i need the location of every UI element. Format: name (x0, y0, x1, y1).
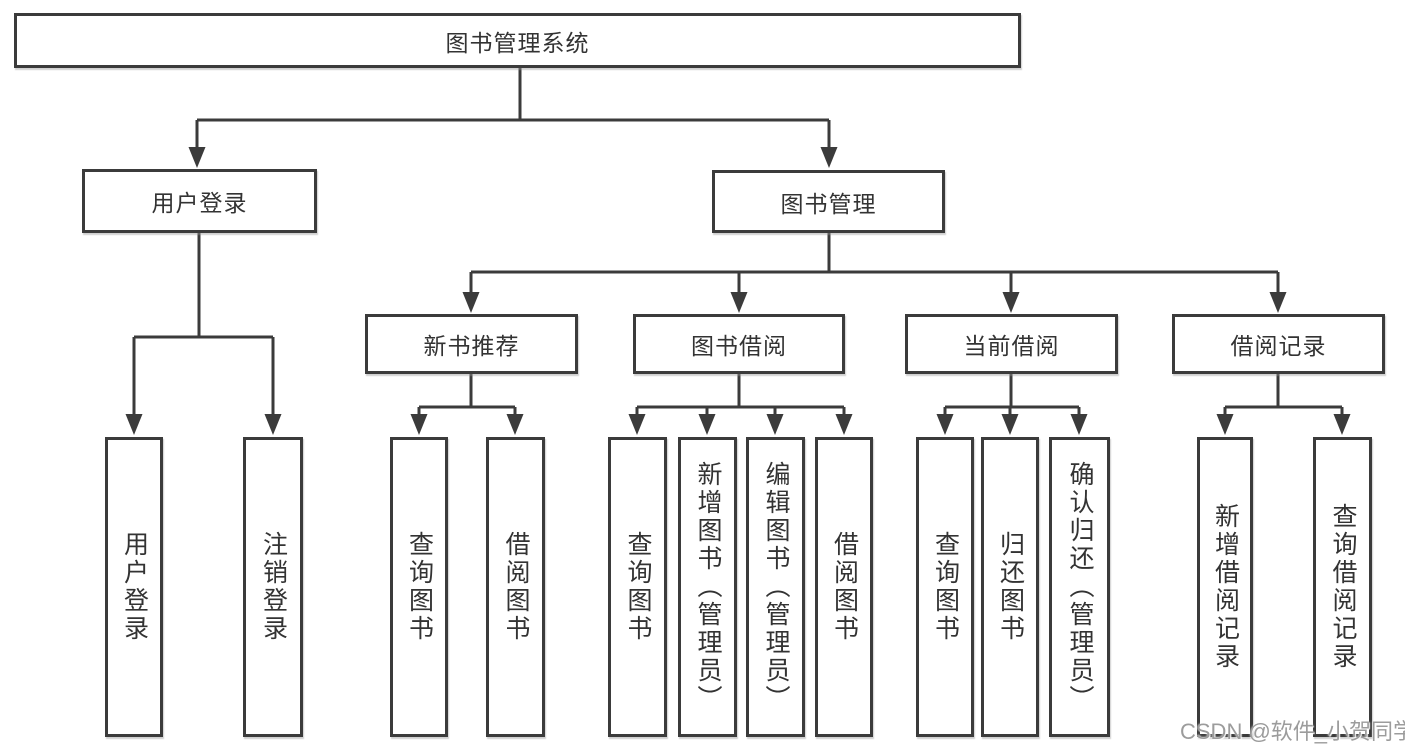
connector-arrowheads (125, 147, 1351, 435)
node-user-login: 用户登录 (82, 169, 317, 233)
node-new-book-recommend-label: 新书推荐 (423, 333, 520, 359)
node-book-management-label: 图书管理 (780, 190, 877, 217)
leaf-recommend-borrow-books: 借阅图书 (486, 437, 545, 737)
node-new-book-recommend: 新书推荐 (365, 314, 578, 374)
leaf-recommend-query-books-label: 查询图书 (405, 531, 434, 643)
node-book-borrow-label: 图书借阅 (691, 333, 787, 359)
leaf-edit-books-admin: 编辑图书（管理员） (746, 437, 805, 737)
leaf-return-books-label: 归还图书 (996, 531, 1025, 643)
leaf-add-books-admin-label: 新增图书（管理员） (694, 461, 722, 713)
leaf-current-query-books-label: 查询图书 (931, 531, 960, 643)
leaf-add-borrow-record: 新增借阅记录 (1197, 437, 1253, 737)
leaf-borrow-books: 借阅图书 (815, 437, 873, 737)
node-borrow-records: 借阅记录 (1172, 314, 1385, 374)
leaf-query-borrow-record-label: 查询借阅记录 (1329, 503, 1357, 671)
leaf-confirm-return-admin-label: 确认归还（管理员） (1066, 461, 1094, 713)
leaf-current-query-books: 查询图书 (916, 437, 974, 737)
leaf-borrow-query-books-label: 查询图书 (624, 531, 652, 643)
node-book-borrow: 图书借阅 (633, 314, 845, 374)
node-current-borrow-label: 当前借阅 (963, 333, 1060, 359)
leaf-logout-label: 注销登录 (259, 531, 288, 643)
leaf-add-books-admin: 新增图书（管理员） (678, 437, 737, 737)
leaf-recommend-query-books: 查询图书 (390, 437, 448, 737)
leaf-borrow-books-label: 借阅图书 (830, 531, 859, 643)
connector-stems (132, 67, 1344, 421)
node-borrow-records-label: 借阅记录 (1230, 333, 1327, 359)
leaf-add-borrow-record-label: 新增借阅记录 (1211, 503, 1240, 671)
leaf-return-books: 归还图书 (981, 437, 1039, 737)
leaf-user-login-label: 用户登录 (120, 531, 149, 643)
leaf-confirm-return-admin: 确认归还（管理员） (1049, 437, 1110, 737)
leaf-logout: 注销登录 (243, 437, 303, 737)
csdn-watermark: CSDN @软件_小贺同学 (1180, 719, 1405, 744)
leaf-edit-books-admin-label: 编辑图书（管理员） (762, 461, 790, 713)
leaf-user-login: 用户登录 (105, 437, 163, 737)
node-user-login-label: 用户登录 (151, 190, 248, 216)
node-root-system: 图书管理系统 (14, 13, 1021, 68)
leaf-borrow-query-books: 查询图书 (608, 437, 667, 737)
leaf-recommend-borrow-books-label: 借阅图书 (502, 531, 530, 643)
node-current-borrow: 当前借阅 (905, 314, 1118, 374)
node-book-management: 图书管理 (712, 170, 945, 233)
leaf-query-borrow-record: 查询借阅记录 (1313, 437, 1372, 737)
node-root-label: 图书管理系统 (445, 29, 590, 56)
